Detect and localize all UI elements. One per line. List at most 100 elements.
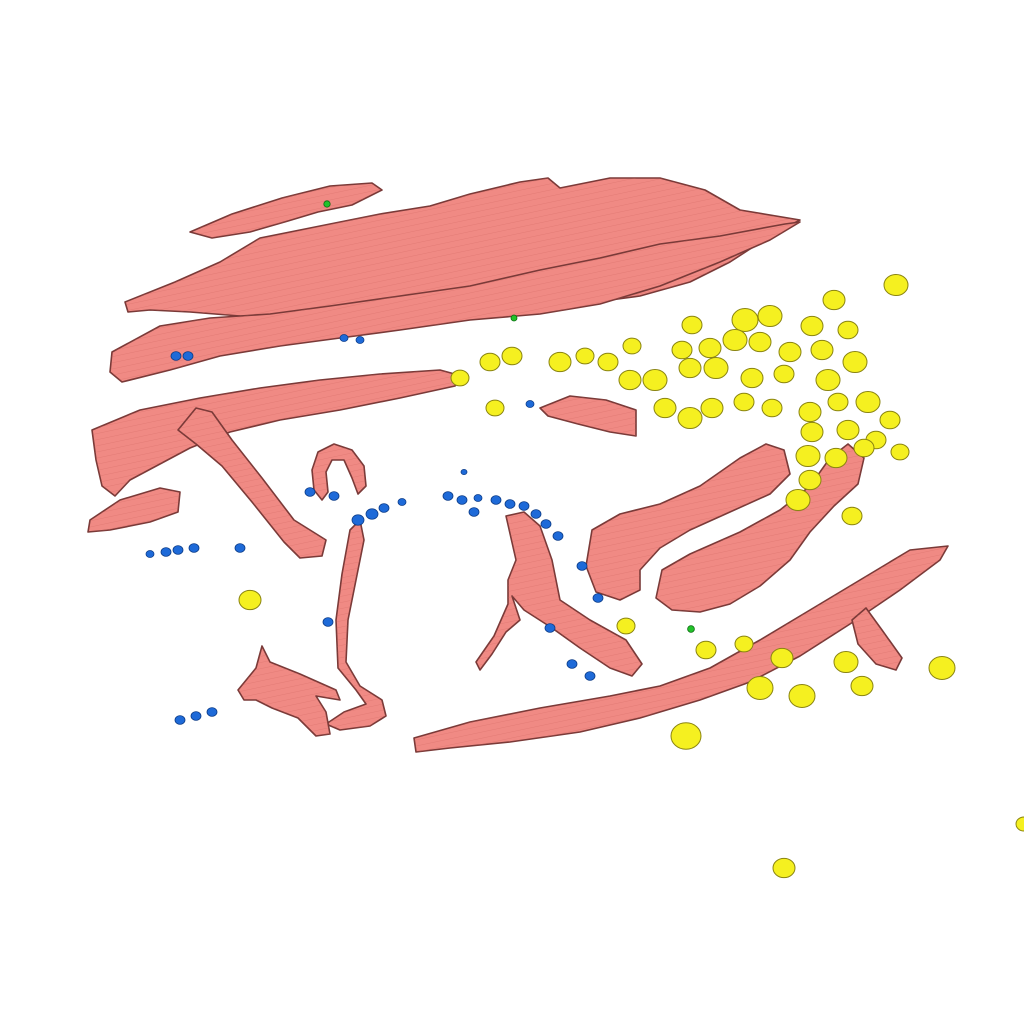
yellow-vesicle: [653, 397, 677, 419]
blue-granule: [525, 400, 535, 408]
fiber-striation: [92, 370, 462, 496]
fiber-striation: [110, 222, 800, 382]
blue-granule: [182, 351, 194, 361]
yellow-vesicle: [642, 368, 668, 392]
yellow-vesicle: [485, 399, 505, 417]
blue-granule: [378, 503, 390, 513]
yellow-vesicle: [479, 352, 501, 372]
yellow-vesicle: [788, 684, 816, 708]
yellow-vesicle: [734, 635, 754, 653]
yellow-vesicle: [836, 419, 860, 441]
yellow-vesicle: [740, 367, 764, 389]
yellow-vesicle: [681, 315, 703, 335]
fiber-striation: [326, 520, 386, 730]
blue-granule: [170, 351, 182, 361]
blue-granule: [339, 334, 349, 342]
yellow-vesicle: [450, 369, 470, 387]
blue-granule: [584, 671, 596, 681]
yellow-vesicle: [670, 722, 702, 750]
blue-granule: [172, 545, 184, 555]
green-marker: [510, 314, 518, 322]
fiber-striation: [414, 546, 948, 752]
yellow-vesicle: [800, 315, 824, 337]
fiber-striation: [540, 396, 636, 436]
fiber-striation: [190, 183, 382, 238]
blue-granule: [160, 547, 172, 557]
blue-granule: [473, 494, 483, 502]
yellow-vesicle: [703, 356, 729, 380]
green-marker-icon: [323, 200, 695, 633]
blue-granule: [540, 519, 552, 529]
blue-granule: [304, 487, 316, 497]
yellow-vesicle: [890, 443, 910, 461]
fiber-striation: [586, 444, 790, 600]
blue-granule: [206, 707, 218, 717]
blue-granule: [365, 508, 379, 520]
yellow-vesicle: [815, 368, 841, 392]
yellow-vesicle-icon: [238, 273, 1024, 879]
yellow-vesicle: [842, 350, 868, 374]
blue-granule: [456, 495, 468, 505]
green-marker: [687, 625, 695, 633]
yellow-vesicle: [778, 341, 802, 363]
blue-granule-icon: [145, 334, 604, 725]
fiber-striation: [178, 408, 326, 558]
yellow-vesicle: [746, 676, 774, 700]
yellow-vesicle: [822, 289, 846, 311]
blue-granule: [566, 659, 578, 669]
yellow-vesicle: [722, 328, 748, 352]
blue-granule: [592, 593, 604, 603]
yellow-vesicle: [837, 320, 859, 340]
blue-granule: [145, 550, 155, 558]
yellow-vesicle: [798, 401, 822, 423]
yellow-vesicle: [733, 392, 755, 412]
blue-granule: [328, 491, 340, 501]
yellow-vesicle: [618, 369, 642, 391]
yellow-vesicle: [841, 506, 863, 526]
yellow-vesicle: [795, 444, 821, 468]
fiber-striation: [852, 608, 902, 670]
blue-granule: [174, 715, 186, 725]
blue-granule: [544, 623, 556, 633]
fiber-striation: [88, 488, 180, 532]
blue-granule: [468, 507, 480, 517]
yellow-vesicle: [883, 273, 909, 297]
yellow-vesicle: [238, 589, 262, 611]
blue-granule: [490, 495, 502, 505]
blue-granule: [322, 617, 334, 627]
blue-granule: [442, 491, 454, 501]
muscle-fiber-icon: [87, 177, 949, 753]
yellow-vesicle: [695, 640, 717, 660]
blue-granule: [190, 711, 202, 721]
yellow-vesicle: [810, 339, 834, 361]
yellow-vesicle: [677, 406, 703, 430]
yellow-vesicle: [1015, 816, 1024, 832]
yellow-vesicle: [731, 308, 759, 332]
yellow-vesicle: [928, 656, 956, 680]
fiber-striation: [476, 512, 642, 676]
yellow-vesicle: [597, 352, 619, 372]
yellow-vesicle: [700, 397, 724, 419]
blue-granule: [397, 498, 407, 506]
blue-granule: [351, 514, 365, 526]
yellow-vesicle: [622, 337, 642, 355]
yellow-vesicle: [772, 857, 796, 879]
fiber-striation: [238, 646, 340, 736]
yellow-vesicle: [548, 351, 572, 373]
blue-granule: [355, 336, 365, 344]
blue-granule: [460, 468, 468, 476]
yellow-vesicle: [798, 469, 822, 491]
yellow-vesicle: [773, 364, 795, 384]
yellow-vesicle: [879, 410, 901, 430]
yellow-vesicle: [671, 340, 693, 360]
yellow-vesicle: [824, 447, 848, 469]
yellow-vesicle: [748, 331, 772, 353]
yellow-vesicle: [698, 337, 722, 359]
yellow-vesicle: [678, 357, 702, 379]
blue-granule: [504, 499, 516, 509]
yellow-vesicle: [833, 650, 859, 674]
blue-granule: [234, 543, 246, 553]
blue-granule: [576, 561, 588, 571]
